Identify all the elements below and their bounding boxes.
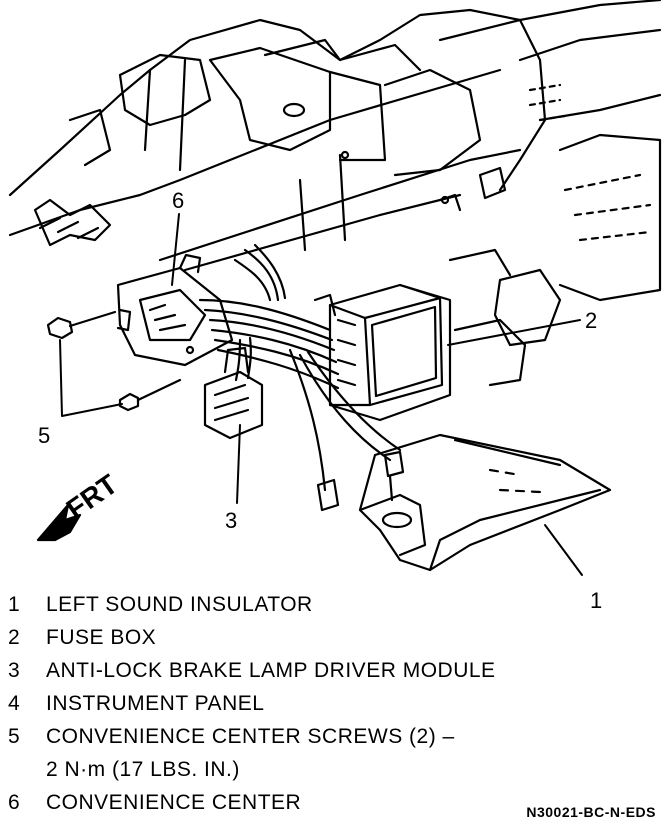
callout-3: 3 (225, 508, 238, 533)
left-sound-insulator (358, 433, 612, 572)
legend-item: 4 INSTRUMENT PANEL (8, 687, 628, 720)
front-direction-marker: FRT (36, 468, 123, 542)
legend-text: FUSE BOX (46, 626, 157, 649)
legend-item: 1 LEFT SOUND INSULATOR (8, 588, 628, 621)
instrument-panel-structure (8, 0, 662, 387)
anti-lock-brake-lamp-driver-module (203, 346, 264, 440)
legend-text: CONVENIENCE CENTER SCREWS (2) – (46, 725, 455, 748)
legend-number: 2 (8, 626, 21, 649)
legend-text: CONVENIENCE CENTER (46, 791, 302, 814)
figure-code: N30021-BC-N-EDS (526, 804, 656, 820)
legend-text: ANTI-LOCK BRAKE LAMP DRIVER MODULE (46, 659, 496, 682)
fuse-box (313, 283, 452, 422)
legend-item: 2 FUSE BOX (8, 621, 628, 654)
component-location-diagram: FRT (8, 0, 662, 576)
front-marker-label: FRT (61, 468, 123, 525)
legend: 1 LEFT SOUND INSULATOR 2 FUSE BOX 3 ANTI… (8, 588, 628, 819)
legend-number: 4 (8, 692, 21, 715)
legend-number: 5 (8, 725, 21, 748)
callout-6: 6 (172, 188, 185, 213)
callout-1: 1 (590, 588, 603, 613)
legend-text: INSTRUMENT PANEL (46, 692, 265, 715)
wiring-harness (198, 243, 405, 512)
legend-torque-spec: 2 N·m (17 LBS. IN.) (46, 758, 240, 781)
legend-text: LEFT SOUND INSULATOR (46, 593, 313, 616)
legend-item: 3 ANTI-LOCK BRAKE LAMP DRIVER MODULE (8, 654, 628, 687)
legend-item: 6 CONVENIENCE CENTER (8, 786, 628, 819)
convenience-center (116, 253, 234, 367)
legend-number: 3 (8, 659, 21, 682)
legend-number: 6 (8, 791, 21, 814)
legend-number: 1 (8, 593, 21, 616)
callout-5: 5 (38, 423, 51, 448)
legend-item: 5 CONVENIENCE CENTER SCREWS (2) – (8, 720, 628, 753)
convenience-center-screws (46, 310, 182, 412)
leader-lines (59, 213, 583, 576)
callout-2: 2 (585, 308, 598, 333)
